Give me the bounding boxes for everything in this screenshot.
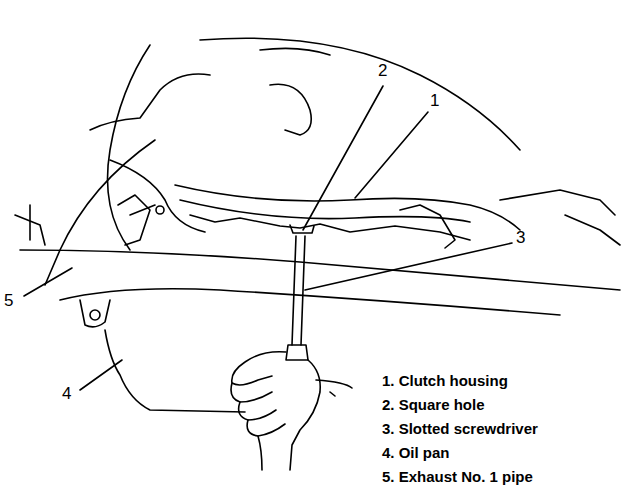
callout-number: 1 (430, 92, 439, 109)
housing-detail (90, 74, 210, 130)
housing-detail (500, 190, 615, 215)
oil-pan-tab (80, 300, 110, 327)
housing-flange-edge (190, 215, 470, 240)
housing-lower-flange (180, 200, 470, 222)
hand (231, 383, 272, 402)
bracket (118, 195, 150, 245)
exhaust-pipe (20, 250, 620, 290)
leader-line (80, 360, 122, 390)
housing-outline (200, 38, 520, 150)
callout-number: 3 (516, 229, 525, 246)
key-entry: 4. Oil pan (382, 445, 450, 460)
hand (316, 380, 352, 388)
oil-pan (105, 330, 245, 412)
housing-detail (270, 84, 311, 135)
leader-line (305, 243, 512, 290)
hand (258, 436, 262, 470)
housing-detail (110, 160, 205, 232)
callout-number: 2 (378, 62, 387, 79)
screwdriver-shaft (292, 236, 296, 345)
bolt (156, 206, 164, 214)
hand (239, 402, 276, 420)
key-entry: 2. Square hole (382, 397, 485, 412)
screwdriver-handle (286, 345, 308, 360)
bracket (130, 205, 155, 215)
housing-outline (260, 48, 330, 55)
oil-pan-bolt (90, 310, 100, 320)
leader-line (355, 112, 428, 198)
callout-number: 4 (62, 385, 71, 402)
key-entry: 3. Slotted screwdriver (382, 421, 538, 436)
leader-line (24, 268, 72, 296)
housing-lower-flange (175, 185, 520, 230)
hand (232, 352, 286, 385)
callout-number: 5 (4, 292, 13, 309)
exhaust-pipe (45, 140, 155, 285)
housing-detail (565, 215, 620, 245)
key-entry: 1. Clutch housing (382, 373, 508, 388)
housing-detail (400, 205, 455, 248)
square-hole (290, 225, 314, 233)
leader-line (303, 86, 383, 230)
exhaust-flange (29, 205, 31, 240)
key-entry: 5. Exhaust No. 1 pipe (382, 469, 533, 484)
hand (247, 420, 285, 436)
hand (290, 360, 320, 470)
exhaust-pipe (60, 289, 560, 315)
oil-pan (330, 392, 335, 396)
